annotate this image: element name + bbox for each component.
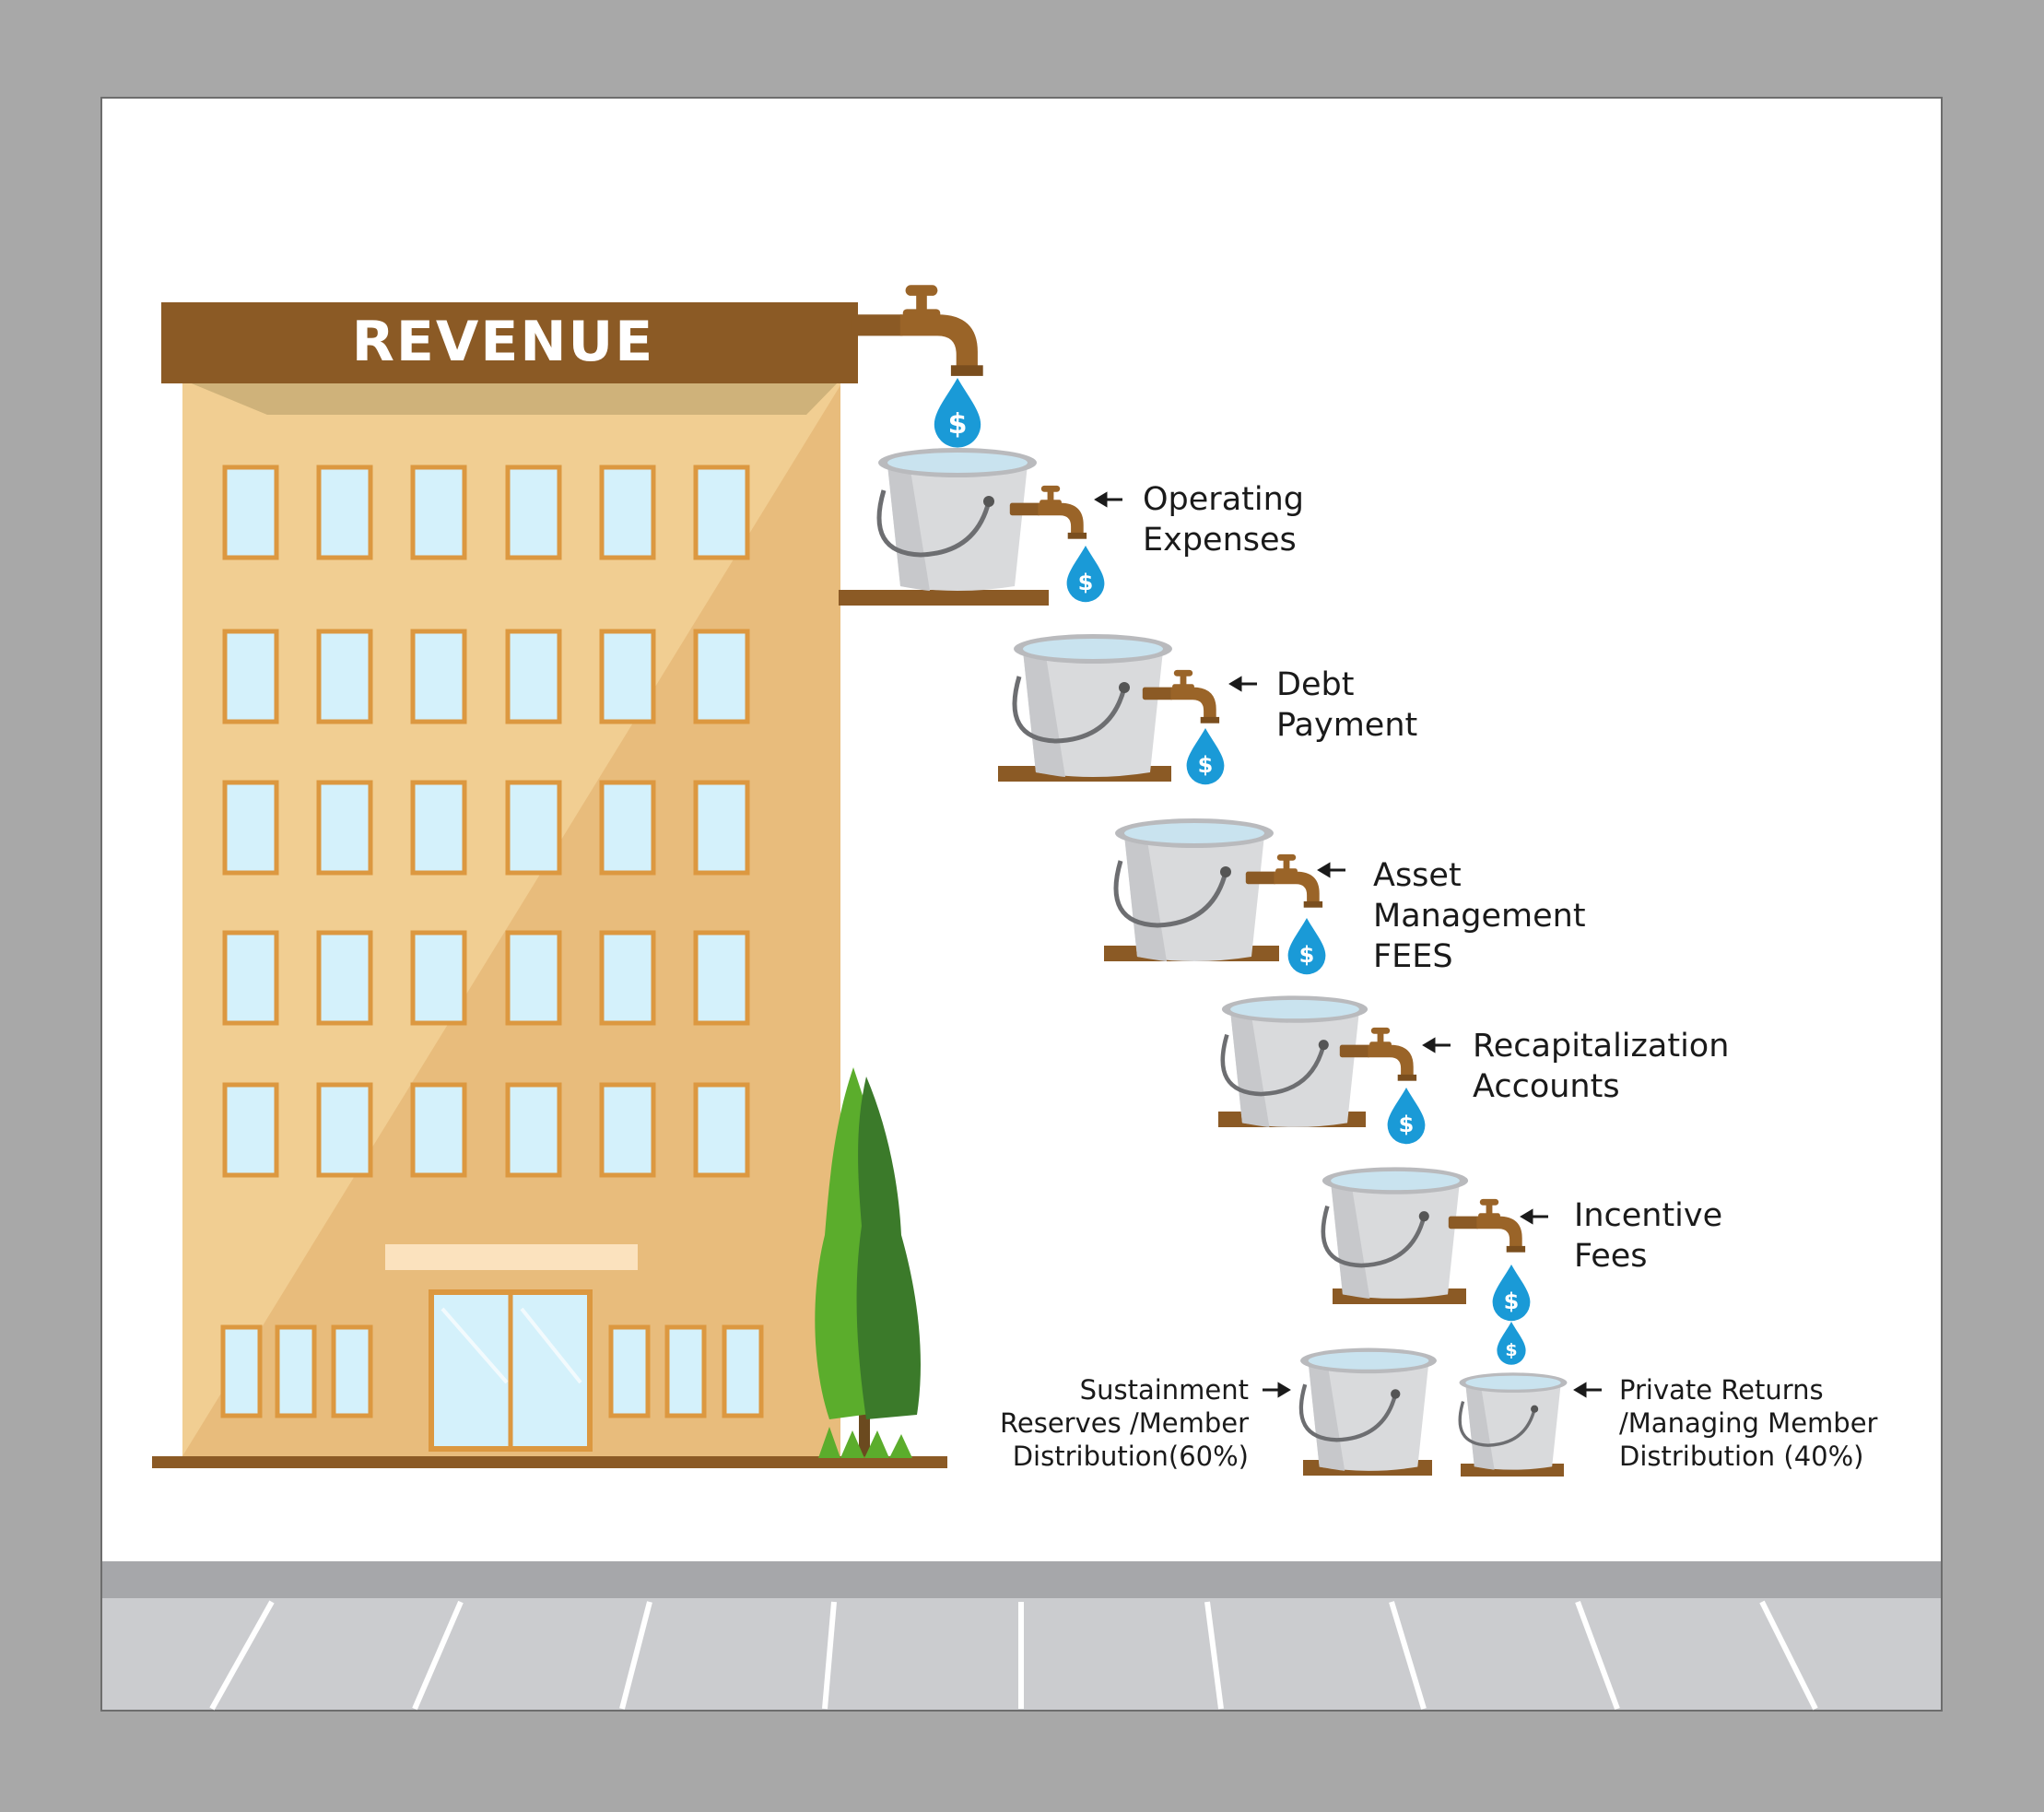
dollar-symbol: $ xyxy=(1198,752,1214,778)
building-window xyxy=(222,780,279,876)
building-window xyxy=(505,465,562,560)
building-window xyxy=(599,930,656,1026)
dollar-symbol: $ xyxy=(1504,1288,1520,1314)
building-window xyxy=(599,465,656,560)
building xyxy=(152,302,1049,1468)
building-window xyxy=(275,1324,317,1418)
dollar-symbol: $ xyxy=(1399,1112,1415,1137)
bucket-operating-expenses: $ xyxy=(878,448,1105,603)
building-window xyxy=(222,930,279,1026)
arrow-right-icon xyxy=(1263,1382,1291,1398)
tree-icon xyxy=(815,1067,921,1458)
dollar-symbol: $ xyxy=(1299,942,1315,968)
building-window xyxy=(693,629,750,724)
dollar-symbol: $ xyxy=(1505,1340,1517,1360)
building-window xyxy=(608,1324,651,1418)
building-window xyxy=(410,465,467,560)
bucket-sustainment-reserves xyxy=(1300,1348,1437,1476)
bucket-asset-management-fees: $ xyxy=(1104,818,1326,975)
bucket-private-returns xyxy=(1457,1371,1569,1477)
building-window xyxy=(410,1082,467,1178)
bucket-debt-payment: $ xyxy=(998,634,1225,785)
dollar-symbol: $ xyxy=(948,408,968,441)
page-title: REVENUE xyxy=(352,310,655,374)
bucket-incentive-fees: $ $ xyxy=(1322,1167,1531,1365)
building-window xyxy=(316,629,373,724)
building-window xyxy=(222,1082,279,1178)
building-window xyxy=(599,1082,656,1178)
building-window xyxy=(316,930,373,1026)
building-window xyxy=(220,1324,263,1418)
building-window xyxy=(599,780,656,876)
building-window xyxy=(722,1324,764,1418)
building-window xyxy=(599,629,656,724)
building-window xyxy=(410,629,467,724)
bucket-recapitalization-accounts: $ xyxy=(1218,995,1426,1145)
building-window xyxy=(505,629,562,724)
building-window xyxy=(410,930,467,1026)
building-window xyxy=(693,465,750,560)
building-window xyxy=(316,465,373,560)
building-window xyxy=(331,1324,373,1418)
building-window xyxy=(505,780,562,876)
building-window xyxy=(410,780,467,876)
building-window xyxy=(222,465,279,560)
building-window xyxy=(222,629,279,724)
building-window xyxy=(505,930,562,1026)
building-window xyxy=(664,1324,707,1418)
building-window xyxy=(505,1082,562,1178)
building-window xyxy=(316,780,373,876)
dollar-symbol: $ xyxy=(1078,570,1094,595)
building-window xyxy=(693,1082,750,1178)
building-window xyxy=(693,780,750,876)
arrow-left-icon xyxy=(1094,491,1602,1398)
building-window xyxy=(693,930,750,1026)
building-window xyxy=(316,1082,373,1178)
